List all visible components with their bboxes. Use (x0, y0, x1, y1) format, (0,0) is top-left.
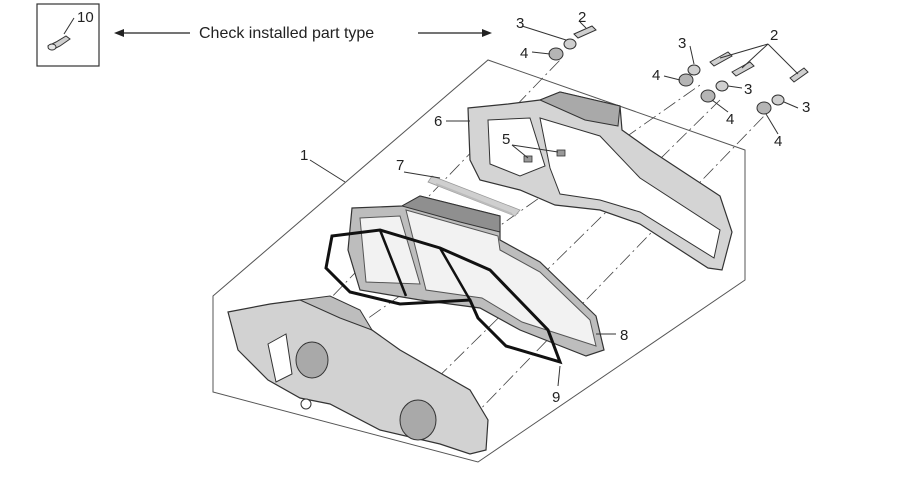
housing-boss-right-icon (399, 399, 437, 441)
mounting-hole-icon (300, 398, 312, 410)
callout-7: 7 (396, 157, 404, 174)
callout-8: 8 (620, 327, 628, 344)
callout-9: 9 (552, 389, 560, 406)
grommet-icon (548, 47, 564, 61)
callout-4: 4 (726, 111, 734, 128)
grommet-icon (756, 101, 772, 115)
leader-lines (309, 21, 799, 387)
bushing-icon (715, 80, 729, 92)
callout-4: 4 (652, 67, 660, 84)
check-note-text: Check installed part type (199, 25, 374, 42)
part-7-gasket (427, 175, 521, 217)
callout-2: 2 (578, 9, 586, 26)
assembly-box-outline (212, 59, 746, 463)
part-6-back-frame (467, 91, 733, 271)
screw-icon (709, 51, 733, 67)
fastener-set-right (678, 51, 809, 115)
part-1-rear-housing (227, 295, 489, 455)
part-10-fitting-icon (47, 17, 75, 51)
arrow-right-icon (482, 29, 492, 37)
callout-3: 3 (744, 81, 752, 98)
screw-icon (789, 67, 809, 83)
callout-4: 4 (520, 45, 528, 62)
callout-3: 3 (678, 35, 686, 52)
arrow-left-icon (114, 29, 124, 37)
screw-icon (573, 25, 597, 39)
bushing-icon (687, 64, 701, 76)
callout-4: 4 (774, 133, 782, 150)
part-5-clips (523, 149, 566, 163)
callout-5: 5 (502, 131, 510, 148)
housing-boss-left-icon (295, 341, 329, 379)
check-note: Check installed part type (114, 25, 492, 42)
callout-10: 10 (77, 9, 94, 26)
part-8-glass-lens (347, 195, 605, 357)
fastener-set-top (548, 25, 597, 61)
grommet-icon (678, 73, 694, 87)
part-9-seal (324, 228, 563, 365)
inset-box-part-10: 10 (36, 3, 100, 67)
grommet-icon (700, 89, 716, 103)
bushing-icon (771, 94, 785, 106)
callout-3: 3 (516, 15, 524, 32)
callout-6: 6 (434, 113, 442, 130)
callout-1: 1 (300, 147, 308, 164)
callout-2: 2 (770, 27, 778, 44)
screw-icon (731, 61, 755, 77)
bushing-icon (563, 38, 577, 50)
callout-3: 3 (802, 99, 810, 116)
